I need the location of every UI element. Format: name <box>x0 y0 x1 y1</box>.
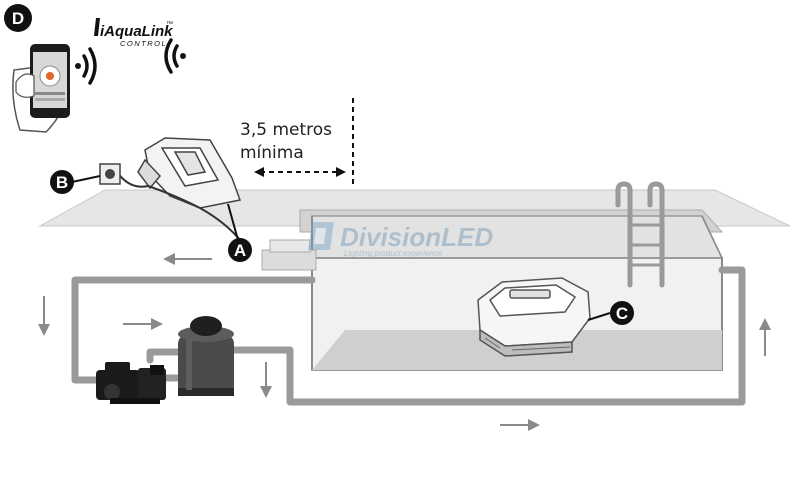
robot-cleaner <box>477 277 591 357</box>
label-d-text: D <box>12 9 24 28</box>
power-cable <box>116 171 241 241</box>
label-a-text: A <box>234 241 246 260</box>
distance-label-line2: mínima <box>240 143 304 163</box>
iaqualink-logo: iAquaLink ™ CONTROL <box>94 18 173 48</box>
pool-pump <box>96 362 166 404</box>
flow-arrow-right-bottom <box>500 419 540 431</box>
wifi-signal-phone-icon <box>75 47 97 85</box>
pool-corner-edge <box>701 215 723 259</box>
watermark-name: DivisionLED <box>340 222 493 252</box>
flow-arrow-right-filter <box>123 318 163 330</box>
distance-indicator <box>254 98 354 188</box>
robot-callout-line <box>587 312 611 321</box>
smartphone-hand <box>12 44 70 133</box>
skimmer-box <box>261 249 317 271</box>
watermark-logo: DivisionLED Lighting product experience <box>308 222 493 258</box>
label-b-text: B <box>56 173 68 192</box>
flow-arrows <box>38 253 771 431</box>
outlet-callout-line <box>71 175 101 183</box>
label-d: D <box>4 4 32 32</box>
skimmer-lid <box>269 239 311 253</box>
flow-arrow-up-right <box>759 318 771 356</box>
iaqualink-control-text: CONTROL <box>120 39 167 48</box>
watermark-tagline: Lighting product experience <box>344 249 443 258</box>
label-a: A <box>228 238 252 262</box>
label-c: C <box>610 301 634 325</box>
power-supply-caddy <box>137 137 242 209</box>
flow-arrow-down-right <box>260 362 272 398</box>
distance-label-line1: 3,5 metros <box>240 120 332 140</box>
pool-ladder <box>615 181 665 288</box>
wall-outlet <box>99 163 121 185</box>
iaqualink-tm: ™ <box>166 21 173 28</box>
iaqualink-brand-text: iAquaLink <box>100 23 173 40</box>
flow-arrow-down-left <box>38 296 50 336</box>
label-c-text: C <box>616 304 628 323</box>
wifi-signal-device-icon <box>164 38 186 74</box>
label-b: B <box>50 170 74 194</box>
supply-callout-line <box>227 203 239 241</box>
sand-filter <box>178 316 234 396</box>
flow-arrow-left <box>163 253 212 265</box>
